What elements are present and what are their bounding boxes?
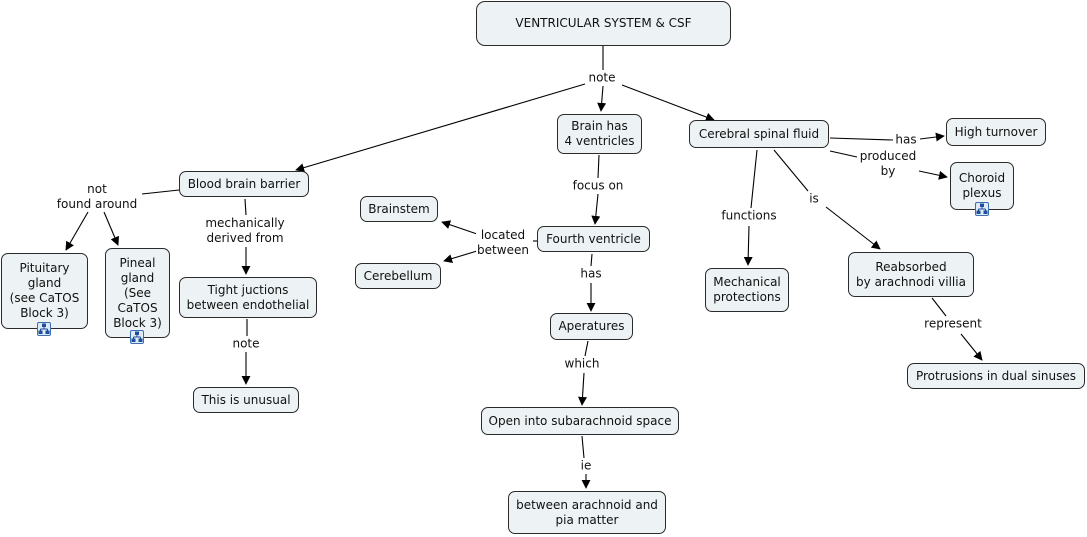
edge-has-high xyxy=(919,132,945,142)
concept-brain-has-4-ventricles[interactable]: Brain has 4 ventricles xyxy=(557,114,642,154)
concept-mechanical-protections[interactable]: Mechanical protections xyxy=(705,268,789,312)
link-mechanically-derived-from: mechanically derived from xyxy=(204,216,286,246)
concept-tight-junctions[interactable]: Tight juctions between endothelial xyxy=(179,277,317,318)
concept-high-turnover[interactable]: High turnover xyxy=(946,118,1046,146)
link-is: is xyxy=(808,191,820,207)
concept-aperatures[interactable]: Aperatures xyxy=(550,313,633,340)
link-has-aperatures: has xyxy=(579,266,603,282)
edge-located-cerebellum xyxy=(443,250,478,263)
edge-produced-choroid xyxy=(918,170,948,180)
concept-this-is-unusual[interactable]: This is unusual xyxy=(193,387,299,413)
concept-protrusions-dural-sinuses[interactable]: Protrusions in dual sinuses xyxy=(907,363,1085,389)
link-note-tight: note xyxy=(231,336,261,352)
concept-choroid-plexus[interactable]: Choroid plexus xyxy=(950,162,1014,210)
concept-map-resource-icon[interactable] xyxy=(130,330,144,344)
edge-bbb-mech xyxy=(244,198,247,216)
link-produced-by: produced by xyxy=(858,149,918,179)
edge-reabsorbed-represent xyxy=(931,297,947,317)
concept-pineal-gland[interactable]: Pineal gland (See CaTOS Block 3) xyxy=(105,248,170,338)
concept-cerebral-spinal-fluid[interactable]: Cerebral spinal fluid xyxy=(689,120,829,148)
edge-brain4-focus xyxy=(597,154,600,179)
edge-fourth-has xyxy=(590,253,593,267)
concept-blood-brain-barrier[interactable]: Blood brain barrier xyxy=(179,171,309,197)
link-located-between: located between xyxy=(476,228,530,258)
concept-open-into-subarachnoid[interactable]: Open into subarachnoid space xyxy=(481,407,679,435)
link-functions: functions xyxy=(720,208,778,224)
edge-csf-has xyxy=(829,137,894,141)
concept-fourth-ventricle[interactable]: Fourth ventricle xyxy=(537,226,650,252)
edge-is-reabsorbed xyxy=(825,206,881,250)
concept-reabsorbed-arachnoid-villi[interactable]: Reabsorbed by arachnodi villia xyxy=(848,252,974,297)
edge-note-brain4 xyxy=(597,85,607,112)
edge-which-open xyxy=(578,372,587,406)
edge-csf-produced xyxy=(829,150,858,158)
edge-notfound-pituitary xyxy=(65,211,89,251)
edge-aperatures-which xyxy=(584,340,589,357)
link-not-found-around: not found around xyxy=(55,182,139,212)
concept-root-ventricular-system[interactable]: VENTRICULAR SYSTEM & CSF xyxy=(476,1,731,46)
concept-pituitary-gland[interactable]: Pituitary gland (see CaTOS Block 3) xyxy=(1,253,88,329)
edge-open-ie xyxy=(581,435,585,459)
concept-map-resource-icon[interactable] xyxy=(37,322,51,336)
concept-brainstem[interactable]: Brainstem xyxy=(360,196,438,222)
link-which: which xyxy=(563,356,601,372)
edge-located-brainstem xyxy=(441,220,478,235)
edge-csf-functions xyxy=(750,149,758,209)
concept-between-arachnoid-pia[interactable]: between arachnoid and pia matter xyxy=(508,491,666,534)
link-ie: ie xyxy=(579,458,593,474)
link-focus-on: focus on xyxy=(571,178,625,194)
link-note: note xyxy=(587,70,617,86)
concept-cerebellum[interactable]: Cerebellum xyxy=(355,263,441,289)
edge-note-bbb xyxy=(295,83,586,173)
edge-bbb-notfound xyxy=(141,189,180,195)
edge-csf-is xyxy=(773,149,809,192)
edge-represent-protrusions xyxy=(960,333,983,361)
concept-map-resource-icon[interactable] xyxy=(975,202,989,216)
link-represent: represent xyxy=(923,316,983,332)
link-has-high-turnover: has xyxy=(894,132,918,148)
edge-focus-fourth xyxy=(591,193,601,225)
edge-notfound-pineal xyxy=(103,211,119,246)
edge-functions-mech xyxy=(743,225,753,266)
edge-note-csf xyxy=(621,84,715,122)
